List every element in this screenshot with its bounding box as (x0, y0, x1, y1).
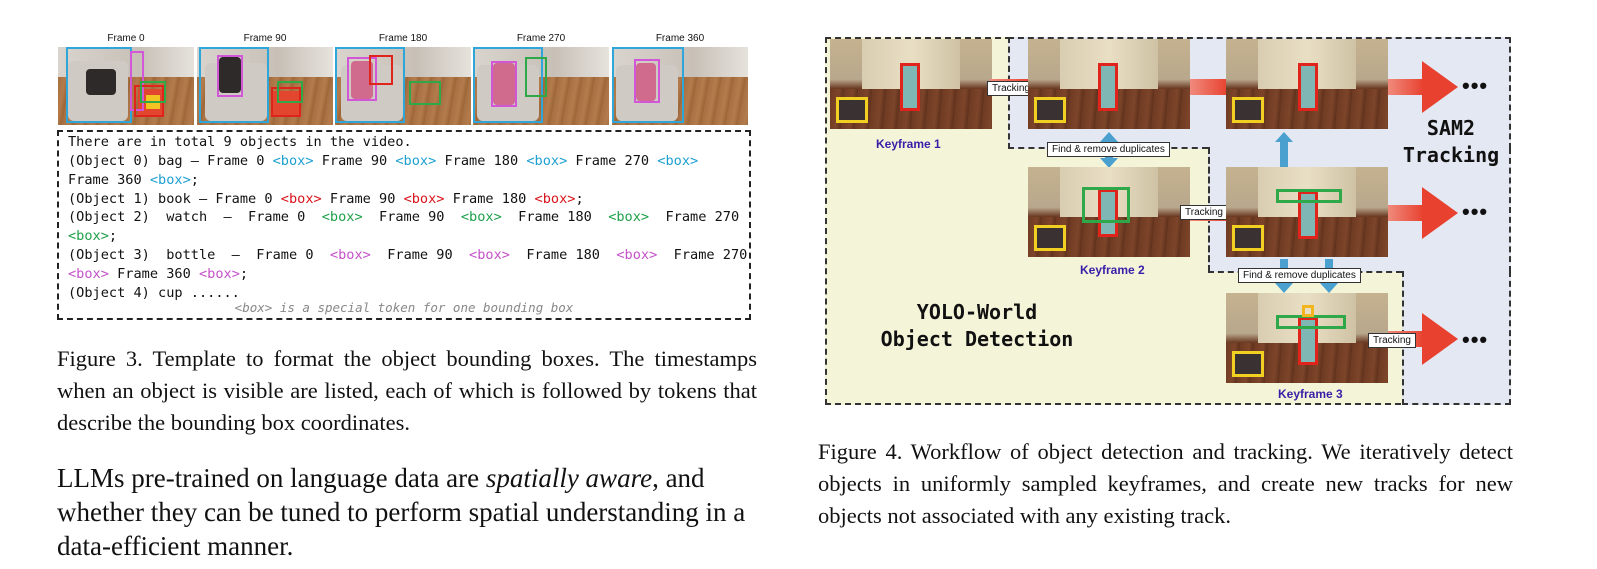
figure-4-caption: Figure 4. Workflow of object detection a… (818, 439, 1513, 528)
video-frame-image (335, 47, 471, 125)
frame-label: Frame 0 (107, 33, 145, 44)
duplicate-check-arrow (1280, 141, 1288, 167)
frame-label: Frame 90 (243, 33, 287, 44)
box-token: <box> (469, 247, 510, 263)
template-text: (Object 0) bag – Frame 0 (68, 153, 273, 169)
body-text-end: , and whether they can be tuned to perfo… (57, 463, 746, 561)
box-token: <box> (616, 247, 658, 263)
find-remove-duplicates-tag: Find & remove duplicates (1238, 268, 1361, 283)
box-token: <box> (198, 265, 240, 282)
box-token: <box> (321, 209, 363, 226)
tracking-arrow-head (1422, 313, 1458, 365)
box-token: <box> (280, 190, 322, 207)
template-line: (Object 2) watch – Frame 0 <box> Frame 9… (68, 208, 739, 227)
box-token: <box> (272, 153, 314, 169)
box-token: <box> (68, 265, 109, 282)
template-text: Frame 360 (68, 171, 150, 188)
figure-4: Keyframe 1 Tracking ••• SAM2 Tracking Fi… (822, 35, 1512, 407)
template-text: Frame 180 (501, 209, 609, 226)
frame-label: Frame 360 (655, 33, 705, 44)
template-line: (Object 1) book – Frame 0 <box> Frame 90… (68, 190, 584, 209)
box-token: <box> (608, 209, 650, 226)
sam2-label-line1: SAM2 (1426, 116, 1476, 140)
figure-3-caption: Figure 3. Template to format the object … (57, 346, 757, 435)
tracked-frame-image (1028, 39, 1190, 129)
box-token: <box> (149, 171, 191, 188)
template-text: Frame 180 (436, 153, 527, 169)
template-line: <box>; (68, 227, 117, 246)
tracking-arrow (1388, 79, 1424, 95)
video-frame-image (473, 47, 609, 125)
template-text: ; (108, 228, 118, 245)
tracking-tag: Tracking (1368, 333, 1416, 348)
video-frame-image (197, 47, 333, 125)
template-text: Frame 90 (313, 153, 396, 169)
body-text-start: LLMs pre-trained on language data are (57, 463, 486, 493)
tracked-frame-image (1226, 39, 1388, 129)
template-line: (Object 0) bag – Frame 0 <box> Frame 90 … (68, 152, 698, 171)
template-text: (Object 4) cup ...... (68, 284, 240, 301)
template-line: <box> Frame 360 <box>; (68, 265, 248, 284)
template-text: Frame 360 (108, 265, 199, 282)
box-token-note: <box> is a special token for one boundin… (234, 300, 574, 315)
body-text-emphasis: spatially aware (485, 463, 653, 493)
template-intro: There are in total 9 objects in the vide… (68, 134, 412, 150)
template-text: Frame 90 (370, 247, 470, 263)
box-token: <box> (526, 153, 568, 169)
box-token: <box> (403, 190, 445, 207)
template-text: Frame 270 (567, 153, 658, 169)
keyframe-3-label: Keyframe 3 (1278, 387, 1343, 401)
template-text: ; (190, 171, 199, 188)
video-frame-image (58, 47, 194, 125)
template-text: Frame 180 (444, 190, 535, 207)
frame-label: Frame 180 (378, 33, 428, 44)
continuation-dots: ••• (1462, 327, 1489, 352)
tracking-arrow (1388, 205, 1424, 221)
yolo-label-line2: Object Detection (880, 327, 1074, 351)
template-text: (Object 1) book – Frame 0 (68, 190, 281, 207)
template-line: (Object 4) cup ...... (68, 284, 240, 303)
keyframe-2-label: Keyframe 2 (1080, 263, 1145, 277)
yolo-world-label: YOLO-World Object Detection (862, 299, 1092, 353)
object-template-box: There are in total 9 objects in the vide… (57, 130, 751, 320)
tracking-arrow-head (1422, 187, 1458, 239)
template-text: Frame 270 (657, 247, 748, 263)
box-token: <box> (534, 190, 576, 207)
template-line: (Object 3) bottle – Frame 0 <box> Frame … (68, 246, 747, 265)
box-token: <box> (657, 153, 699, 169)
box-token: <box> (395, 153, 437, 169)
template-text: ; (575, 190, 584, 207)
tracked-frame-image (1226, 167, 1388, 257)
continuation-dots: ••• (1462, 199, 1489, 224)
body-paragraph: LLMs pre-trained on language data are sp… (57, 461, 757, 563)
keyframe-3-image (1226, 293, 1388, 383)
template-text: ; (239, 265, 249, 282)
template-text: (Object 3) bottle – Frame 0 (68, 247, 330, 263)
template-text: Frame 90 (321, 190, 404, 207)
tracking-tag: Tracking (1180, 205, 1228, 220)
template-text: Frame 90 (362, 209, 461, 226)
continuation-dots: ••• (1462, 73, 1489, 98)
box-token: <box> (68, 228, 109, 245)
video-frame-image (612, 47, 748, 125)
template-line: Frame 360 <box>; (68, 171, 199, 190)
figure-3: Frame 0 Frame 90 Frame 180 Frame 270 (57, 30, 757, 326)
template-text: Frame 180 (509, 247, 617, 263)
sam2-label-line2: Tracking (1402, 143, 1500, 167)
template-text: (Object 2) watch – Frame 0 (68, 209, 322, 226)
box-token: <box> (329, 247, 371, 263)
tracking-arrow-head (1422, 61, 1458, 113)
template-text: Frame 270 (649, 209, 740, 226)
keyframe-1-image (830, 39, 992, 129)
find-remove-duplicates-tag: Find & remove duplicates (1047, 142, 1170, 157)
yolo-label-line1: YOLO-World (916, 300, 1038, 324)
frame-label: Frame 270 (516, 33, 566, 44)
keyframe-1-label: Keyframe 1 (876, 137, 941, 151)
tracking-arrow (1190, 79, 1228, 95)
keyframe-2-image (1028, 167, 1190, 257)
sam2-tracking-label: SAM2 Tracking (1396, 115, 1506, 169)
box-token: <box> (460, 209, 502, 226)
